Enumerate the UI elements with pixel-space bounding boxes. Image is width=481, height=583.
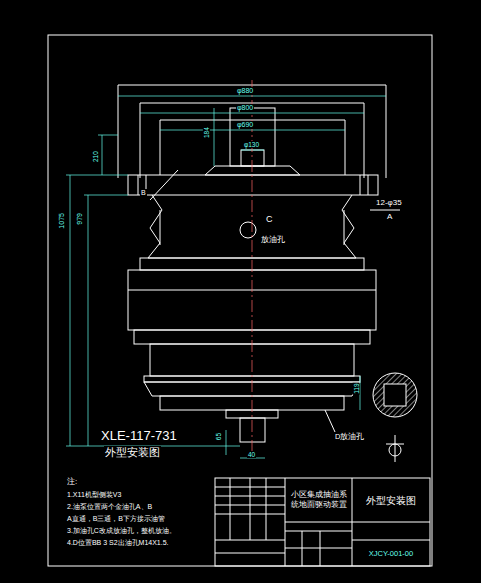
drawing-label: C — [265, 215, 274, 225]
drawing-label: 40 — [247, 451, 256, 458]
drawing-label: A直通，B三通，B下方接示油管 — [66, 515, 166, 523]
drawing-label: φ800 — [236, 104, 254, 112]
drawing-label: φ690 — [236, 121, 254, 129]
title-block-cell: 外型安装图 — [354, 486, 428, 516]
drawing-label: 注: — [66, 478, 78, 487]
drawing-label: 2.油泵位置两个金油孔A、B — [66, 503, 153, 511]
cell-text: XJCY-001-00 — [369, 549, 413, 558]
title-block-cell: XJCY-001-00 — [354, 542, 428, 564]
drawing-label: A — [386, 213, 393, 222]
drawing-label: 184 — [203, 126, 210, 139]
drawing-label: 210 — [92, 150, 99, 163]
drawing-label: 1075 — [58, 212, 66, 230]
drawing-label: 4.D位置BB 3 S2出油孔M14X1.5. — [66, 539, 170, 547]
drawing-label: 3.加油孔C改成放油孔，整机放油。 — [66, 527, 177, 535]
drawing-label: 65 — [215, 432, 222, 441]
cell-text: 小区集成抽油系统地面驱动装置 — [288, 490, 349, 509]
drawing-label: B — [140, 189, 147, 197]
drawing-label: 1.X11机型侧装V3 — [66, 491, 122, 499]
drawing-label: 119 — [353, 382, 360, 394]
drawing-label: φ880 — [236, 87, 254, 95]
drawing-label: 12-φ35 — [375, 199, 403, 208]
drawing-label: 放油孔 — [260, 236, 286, 244]
drawing-label: 979 — [76, 212, 84, 226]
cell-text: 外型安装图 — [366, 495, 416, 507]
drawing-label: XLE-117-731 — [100, 429, 178, 443]
drawing-label: φ130 — [243, 141, 260, 148]
drawing-label: 外型安装图 — [104, 446, 161, 458]
drawing-label: D放油孔 — [334, 433, 365, 441]
title-block-cell: 小区集成抽油系统地面驱动装置 — [287, 480, 350, 520]
